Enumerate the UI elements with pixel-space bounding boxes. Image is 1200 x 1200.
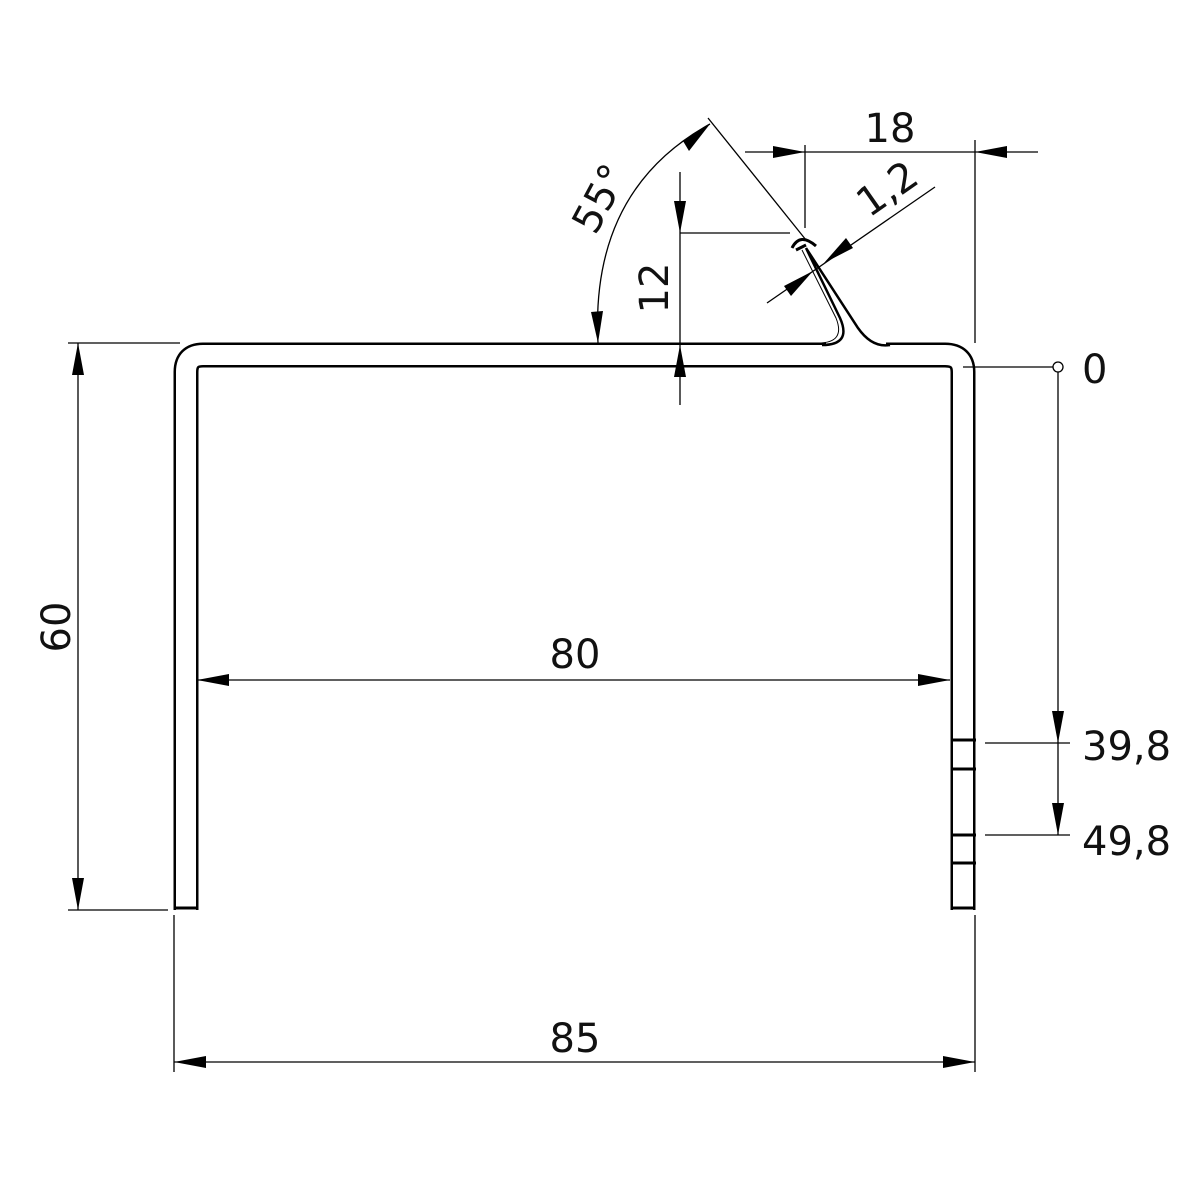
dimension-lip-height: 12 xyxy=(632,172,790,405)
dimension-lip-offset: 18 xyxy=(745,106,1038,343)
dimension-label-12: 12 xyxy=(632,263,678,314)
dimension-label-0: 0 xyxy=(1082,347,1107,393)
dimension-label-85: 85 xyxy=(550,1016,601,1062)
dimension-label-60: 60 xyxy=(34,602,80,653)
dimension-inner-width: 80 xyxy=(197,632,950,686)
profile-lip xyxy=(790,238,891,347)
dimension-label-39-8: 39,8 xyxy=(1082,724,1171,770)
dimension-label-80: 80 xyxy=(550,632,601,678)
dimension-label-1-2: 1,2 xyxy=(848,152,927,226)
dimension-height: 60 xyxy=(34,342,180,911)
dimension-label-49-8: 49,8 xyxy=(1082,819,1171,865)
dimension-lip-thickness: 1,2 xyxy=(766,152,936,304)
dimension-label-55-deg: 55° xyxy=(564,157,638,241)
profile-body xyxy=(173,339,976,912)
dimension-overall-width: 85 xyxy=(173,915,976,1072)
slot-marks xyxy=(952,738,976,865)
dimension-ordinate: 0 39,8 49,8 xyxy=(963,347,1171,865)
dimension-label-18: 18 xyxy=(865,106,916,152)
